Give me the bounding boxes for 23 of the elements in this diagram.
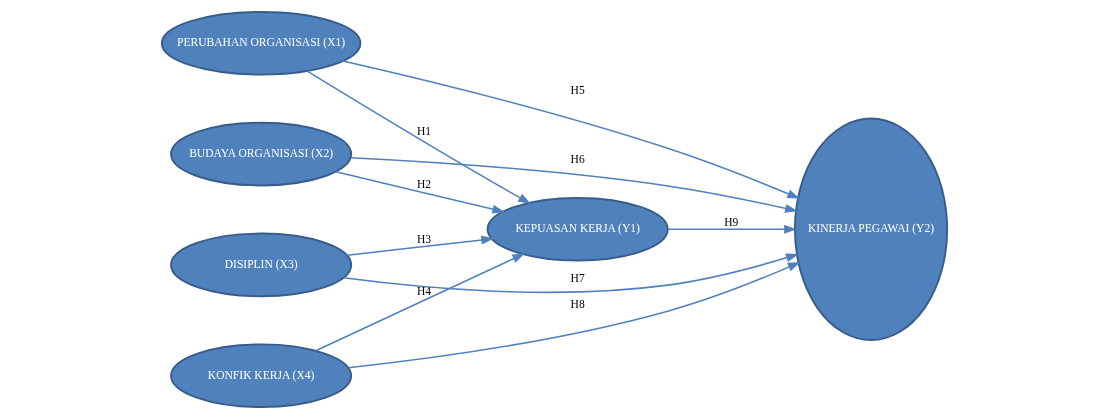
arrow (345, 235, 494, 257)
edge-label: H4 (416, 285, 431, 299)
arrow (306, 70, 531, 204)
edge-label: H2 (416, 178, 431, 192)
arrow (342, 253, 799, 294)
edge-label: H9 (723, 215, 738, 229)
node-ellipse: DISIPLIN (X3) (169, 232, 352, 298)
arrow (334, 170, 505, 214)
arrow (666, 224, 797, 234)
edge-label: H6 (570, 153, 585, 167)
edge-label: H7 (570, 271, 585, 285)
edge-label: H3 (416, 233, 431, 247)
node-ellipse: BUDAYA ORGANISASI (X2) (169, 121, 352, 187)
edge-label: H1 (416, 125, 431, 139)
arrow (341, 60, 800, 199)
arrow (347, 261, 801, 369)
edge-label: H8 (570, 297, 585, 311)
arrow (349, 156, 798, 213)
node-ellipse: PERUBAHAN ORGANISASI (X1) (160, 11, 361, 76)
node-ellipse: KONFIK KERJA (X4) (169, 343, 352, 408)
edge-label: H5 (570, 83, 585, 97)
node-ellipse: KINERJA PEGAWAI (Y2) (793, 117, 948, 341)
arrow (314, 253, 525, 352)
